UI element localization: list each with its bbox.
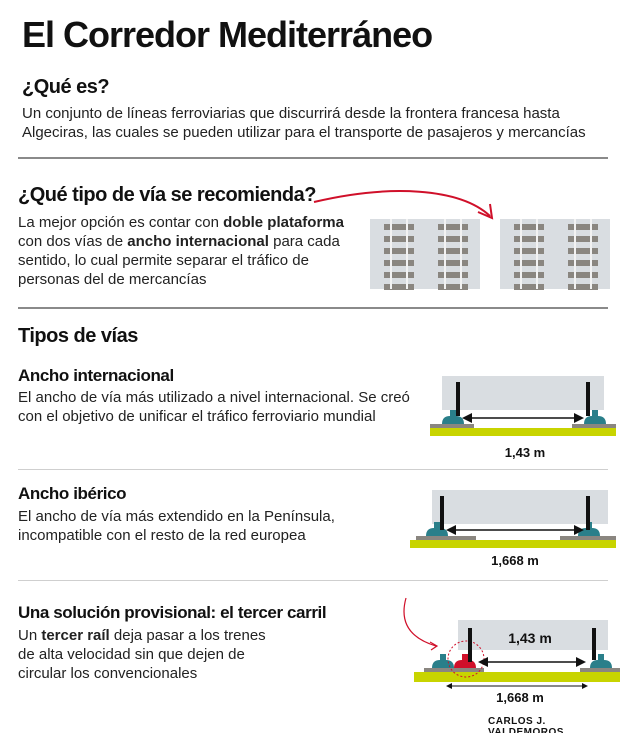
- divider: [18, 157, 608, 159]
- red-arrow: [403, 597, 437, 647]
- third-rail-inner-measure: 1,43 m: [508, 630, 552, 646]
- rail: [584, 410, 606, 424]
- sleeper: [560, 536, 616, 540]
- rail: [536, 219, 538, 289]
- sleeper: [438, 236, 468, 242]
- ground: [430, 428, 616, 436]
- sleeper: [424, 668, 484, 672]
- text: Un: [18, 627, 42, 644]
- wheel: [586, 382, 590, 416]
- sleeper: [384, 284, 414, 290]
- rail: [590, 654, 612, 668]
- international-text: El ancho de vía más utilizado a nivel in…: [18, 389, 410, 425]
- iberian-measure: 1,668 m: [491, 553, 539, 568]
- what-text: Un conjunto de líneas ferroviarias que d…: [22, 105, 586, 141]
- red-arrow: [313, 190, 491, 217]
- emphasis: tercer raíl: [41, 627, 110, 644]
- sleeper: [384, 248, 414, 254]
- sleeper: [514, 284, 544, 290]
- sleeper: [514, 272, 544, 278]
- rail: [426, 522, 448, 536]
- train-body: [442, 376, 604, 410]
- divider: [18, 580, 608, 581]
- rail: [390, 219, 392, 289]
- ground: [414, 672, 620, 682]
- sleeper: [568, 224, 598, 230]
- wheel: [468, 628, 472, 662]
- sleeper: [430, 424, 474, 428]
- train-body: [432, 490, 608, 524]
- sleeper: [568, 284, 598, 290]
- page-title: El Corredor Mediterráneo: [22, 14, 433, 55]
- sleeper: [438, 284, 468, 290]
- rail: [460, 219, 462, 289]
- rail: [442, 410, 464, 424]
- sleeper: [438, 248, 468, 254]
- sleeper: [568, 248, 598, 254]
- third-rail: [454, 654, 476, 668]
- sleeper: [438, 224, 468, 230]
- wheel: [592, 628, 596, 660]
- international-heading: Ancho internacional: [18, 366, 174, 385]
- sleeper: [384, 236, 414, 242]
- iberian-text: El ancho de vía más extendido en la Pení…: [18, 508, 335, 544]
- recommend-heading: ¿Qué tipo de vía se recomienda?: [18, 184, 316, 206]
- third-rail-diagram: [403, 597, 620, 689]
- third-rail-heading: Una solución provisional: el tercer carr…: [18, 603, 327, 622]
- ground: [410, 540, 616, 548]
- rail: [406, 219, 408, 289]
- emphasis: ancho internacional: [127, 233, 269, 250]
- rail: [574, 219, 576, 289]
- text: para cada sentido, lo cual permite separ…: [18, 233, 340, 288]
- text: deja pasar a los trenes de alta velocida…: [18, 627, 266, 682]
- third-rail-text: Un tercer raíl deja pasar a los trenes d…: [18, 626, 268, 683]
- text: con dos vías de: [18, 233, 128, 250]
- double-platform-illustration: [313, 190, 610, 290]
- sleeper: [514, 248, 544, 254]
- sleeper: [416, 536, 476, 540]
- sleeper: [438, 272, 468, 278]
- train-body: [458, 620, 608, 650]
- sleeper: [384, 260, 414, 266]
- sleeper: [438, 260, 468, 266]
- sleeper: [384, 272, 414, 278]
- sleeper: [568, 272, 598, 278]
- rail: [520, 219, 522, 289]
- wheel: [586, 496, 590, 530]
- sleeper: [568, 236, 598, 242]
- sleeper: [572, 424, 616, 428]
- author-credit: CARLOS J. VALDEMOROS: [488, 716, 564, 733]
- sleeper: [514, 224, 544, 230]
- recommend-text: La mejor opción es contar con doble plat…: [18, 213, 368, 289]
- text: La mejor opción es contar con: [18, 214, 224, 231]
- sleeper: [384, 224, 414, 230]
- international-gauge-diagram: [430, 376, 616, 436]
- what-heading: ¿Qué es?: [22, 76, 110, 98]
- wheel: [456, 382, 460, 416]
- types-heading: Tipos de vías: [18, 325, 138, 347]
- sleeper: [514, 236, 544, 242]
- arrow-head: [477, 203, 494, 220]
- emphasis: doble plataforma: [223, 214, 344, 231]
- divider: [18, 307, 608, 309]
- wheel: [440, 496, 444, 530]
- sleeper: [580, 668, 620, 672]
- rail: [432, 654, 454, 668]
- divider: [18, 469, 608, 470]
- rail: [590, 219, 592, 289]
- international-measure: 1,43 m: [504, 445, 546, 460]
- iberian-heading: Ancho ibérico: [18, 484, 127, 503]
- rail: [444, 219, 446, 289]
- iberian-gauge-diagram: [410, 490, 616, 548]
- sleeper: [568, 260, 598, 266]
- third-rail-outer-measure: 1,668 m: [496, 690, 544, 705]
- sleeper: [514, 260, 544, 266]
